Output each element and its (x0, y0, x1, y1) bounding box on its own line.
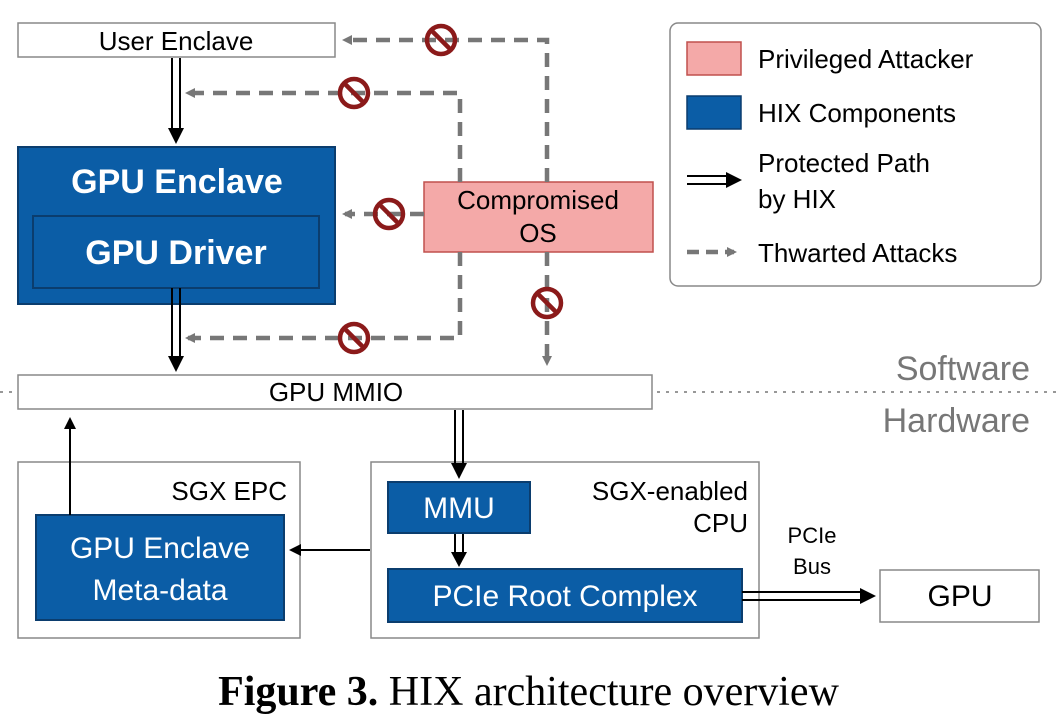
gpu-enclave-metadata-box (35, 514, 285, 621)
protected-path-pcie-to-gpu (742, 588, 876, 604)
legend-protected-path-2: by HIX (758, 184, 836, 214)
legend-hix-components: HIX Components (758, 98, 956, 128)
gpu-box: GPU (879, 569, 1040, 623)
legend-privileged-attacker: Privileged Attacker (758, 44, 974, 74)
pcie-root-complex-box (387, 568, 743, 623)
mmu-box (387, 481, 531, 534)
gpu-enclave-metadata-label-1: GPU Enclave (70, 532, 250, 565)
gpu-enclave-metadata-label-2: Meta-data (92, 574, 227, 607)
caption-text: HIX architecture overview (378, 669, 839, 715)
hardware-layer-label: Hardware (883, 402, 1030, 440)
protected-path-user-to-gpu-enclave (168, 58, 184, 144)
protected-path-mmu-to-pcie (451, 534, 467, 567)
legend-thwarted-attacks: Thwarted Attacks (758, 238, 957, 268)
gpu-enclave-box: GPU Enclave GPU Driver (17, 146, 336, 305)
gpu-driver-label: GPU Driver (85, 234, 266, 272)
pcie-bus-label-1: PCIe (788, 523, 837, 548)
caption-label: Figure 3. (218, 669, 379, 715)
legend: Privileged Attacker HIX Components Prote… (669, 22, 1042, 287)
software-layer-label: Software (896, 350, 1030, 388)
legend-protected-path-1: Protected Path (758, 148, 930, 178)
legend-swatch-hix (686, 95, 742, 130)
sgx-cpu-label-1: SGX-enabled (592, 476, 748, 506)
prohibited-icon (533, 289, 561, 317)
protected-path-mmio-to-mmu (451, 410, 467, 479)
protected-path-driver-to-mmio (168, 288, 184, 372)
gpu-mmio-box: GPU MMIO (17, 374, 653, 410)
sgx-cpu-box: SGX-enabled CPU MMU PCIe Root Complex (370, 461, 760, 639)
user-enclave-label: User Enclave (99, 26, 254, 56)
sgx-epc-label: SGX EPC (171, 476, 287, 506)
thwarted-attack-to-user-enclave (342, 35, 550, 182)
gpu-driver-box (32, 215, 320, 289)
compromised-os-box: Compromised OS (423, 181, 654, 253)
thwarted-attack-to-user-enclave-path (185, 88, 463, 182)
user-enclave-box: User Enclave (17, 22, 336, 58)
pcie-root-complex-label: PCIe Root Complex (432, 580, 697, 613)
prohibited-icon (340, 324, 368, 352)
gpu-mmio-label: GPU MMIO (269, 377, 403, 407)
thwarted-attack-to-driver-path (185, 252, 463, 343)
figure-caption: Figure 3. HIX architecture overview (0, 668, 1057, 716)
sgx-epc-box: SGX EPC GPU Enclave Meta-data (17, 461, 301, 639)
legend-swatch-attacker (686, 41, 742, 76)
compromised-os-label-1: Compromised (457, 185, 619, 215)
gpu-enclave-label: GPU Enclave (71, 163, 283, 201)
gpu-label: GPU (927, 580, 992, 613)
mmu-label: MMU (423, 492, 495, 525)
legend-protected-path-icon (687, 172, 742, 188)
sgx-cpu-label-2: CPU (693, 508, 748, 538)
compromised-os-label-2: OS (519, 218, 557, 248)
pcie-bus-label-2: Bus (793, 554, 831, 579)
